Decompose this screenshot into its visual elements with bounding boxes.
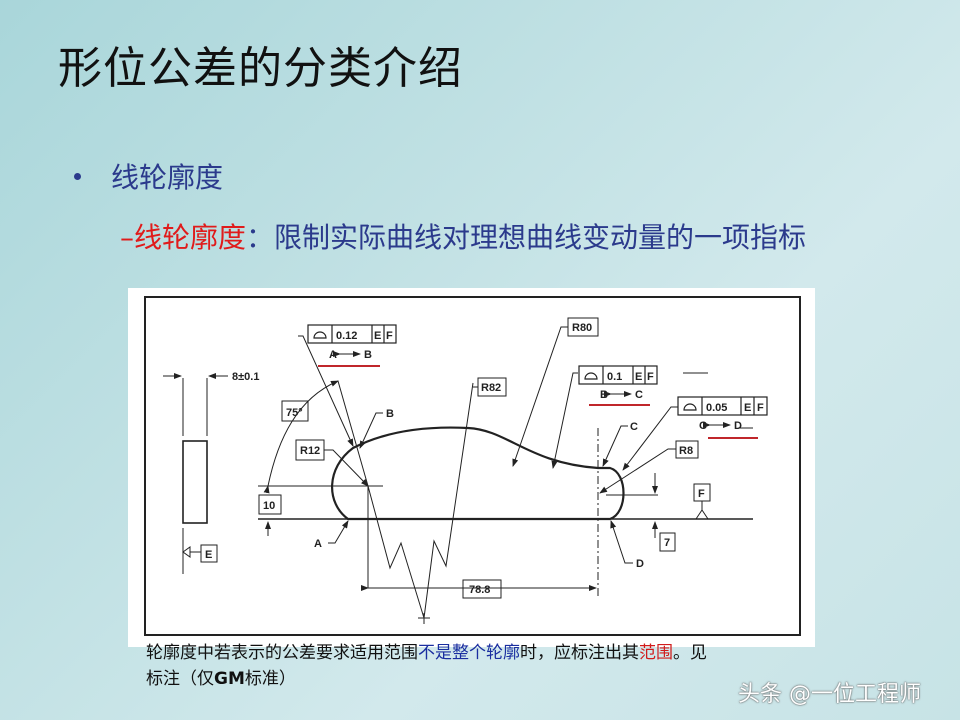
tolerance-value-1: 0.12	[336, 330, 357, 342]
caption-text: 。见	[673, 643, 707, 663]
range-to-2: C	[635, 389, 643, 401]
tolerance-frame-2	[578, 365, 658, 385]
range-from-2: B	[600, 389, 608, 401]
datum-ref-f-2: F	[647, 371, 654, 383]
bullet-dot-icon	[74, 172, 81, 180]
datum-ref-e-2: E	[635, 371, 642, 383]
bullet-item: 线轮廓度	[74, 156, 223, 196]
tolerance-value-2: 0.1	[607, 371, 622, 383]
caption-text: 时，应标注出其	[520, 643, 639, 663]
point-b-label: B	[386, 408, 394, 420]
point-a-label: A	[314, 538, 322, 550]
drawing-svg: 0.12 E F A B 0.1 E F B C 0.05 E	[144, 296, 801, 636]
height-dimension-left: 10	[263, 500, 275, 512]
point-d-label: D	[636, 558, 644, 570]
datum-e-label: E	[205, 549, 212, 561]
caption-standard: GM	[214, 669, 245, 689]
range-from-1: A	[329, 349, 337, 361]
tolerance-frame-3	[677, 396, 768, 416]
range-to-1: B	[364, 349, 372, 361]
sub-colon: ：	[246, 221, 275, 254]
range-to-3: D	[734, 420, 742, 432]
side-view	[182, 440, 208, 524]
sub-term: –线轮廓度	[120, 221, 247, 254]
caption: 轮廓度中若表示的公差要求适用范围不是整个轮廓时，应标注出其范围。见 标注（仅GM…	[146, 640, 866, 692]
height-dimension-right: 7	[664, 537, 670, 549]
sub-bullet: –线轮廓度：限制实际曲线对理想曲线变动量的一项指标	[120, 212, 880, 264]
point-c-label: C	[630, 421, 638, 433]
datum-ref-f-1: F	[386, 330, 393, 342]
watermark: 头条 @一位工程师	[738, 682, 921, 707]
datum-ref-e-1: E	[374, 330, 381, 342]
caption-highlight-blue: 不是整个轮廓	[418, 643, 520, 663]
radius-r80: R80	[572, 322, 592, 334]
caption-text: 标注（仅	[146, 669, 214, 689]
caption-text: 轮廓度中若表示的公差要求适用范围	[146, 643, 418, 663]
width-dimension: 8±0.1	[232, 371, 259, 383]
bullet-text: 线轮廓度	[111, 161, 224, 194]
caption-text: 标准）	[244, 669, 296, 689]
slide-title: 形位公差的分类介绍	[58, 43, 463, 94]
datum-ref-e-3: E	[744, 402, 751, 414]
length-dimension: 78.8	[469, 584, 490, 596]
radius-r12: R12	[300, 445, 320, 457]
range-from-3: C	[699, 420, 707, 432]
angle-dimension: 75°	[286, 407, 303, 419]
datum-f-label: F	[698, 488, 705, 500]
radius-r8: R8	[679, 445, 693, 457]
drawing-frame	[144, 296, 801, 636]
sub-definition: 限制实际曲线对理想曲线变动量的一项指标	[274, 221, 807, 254]
datum-ref-f-3: F	[757, 402, 764, 414]
radius-r82: R82	[481, 382, 501, 394]
tolerance-value-3: 0.05	[706, 402, 727, 414]
profile-drawing: 0.12 E F A B 0.1 E F B C 0.05 E	[128, 288, 815, 647]
caption-highlight-red: 范围	[639, 643, 673, 663]
tolerance-frame-1	[307, 324, 397, 344]
